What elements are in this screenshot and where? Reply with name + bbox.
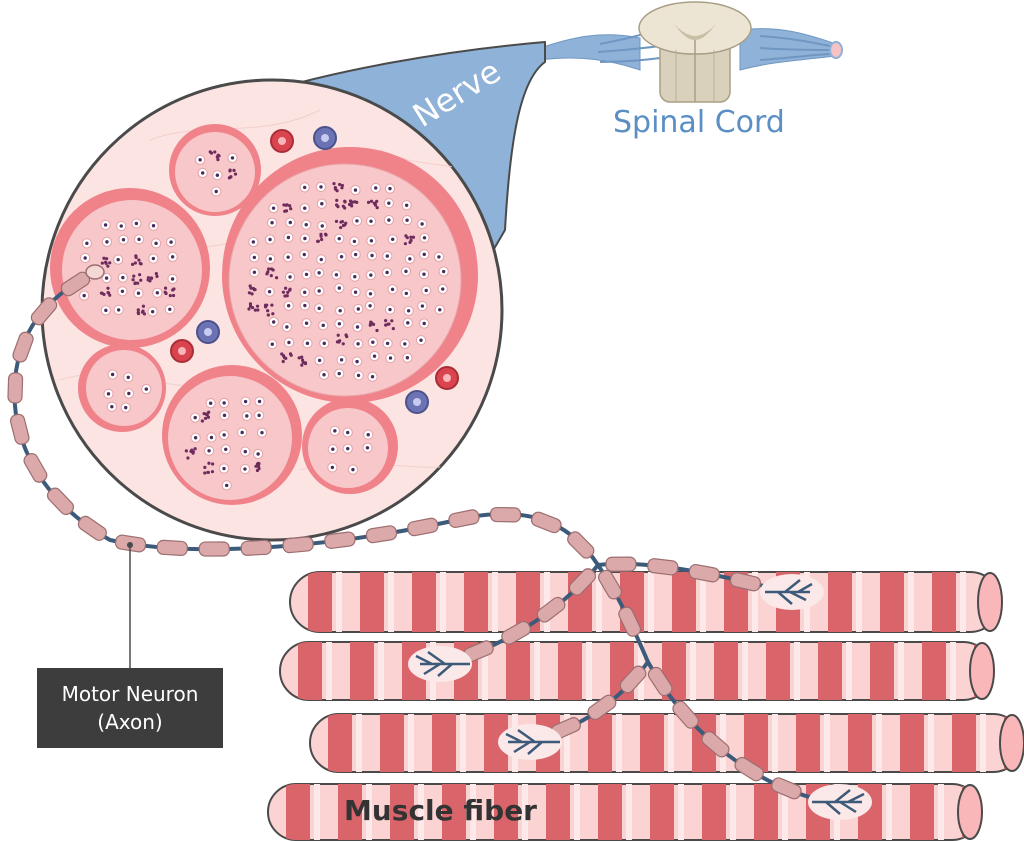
myelin-segment xyxy=(501,620,532,645)
myelin-segment xyxy=(587,694,617,721)
myelin-segment xyxy=(568,568,597,596)
neuromuscular-junction xyxy=(760,574,824,610)
myelin-segment xyxy=(567,531,595,559)
muscle-fibers xyxy=(267,571,1024,841)
neuromuscular-junction xyxy=(808,784,872,820)
myelin-segment xyxy=(156,539,188,557)
myelin-segment xyxy=(240,539,272,556)
motor-neuron-callout: Motor Neuron (Axon) xyxy=(37,668,223,748)
spinal-cord-label: Spinal Cord xyxy=(613,105,785,140)
muscle-fiber xyxy=(309,713,1024,773)
muscle-fiber xyxy=(267,783,983,841)
myelin-segment xyxy=(530,511,562,534)
myelin-segment xyxy=(647,558,679,576)
neuromuscular-junctions xyxy=(408,574,872,820)
myelin-segment xyxy=(619,665,647,694)
myelin-segment xyxy=(448,509,480,529)
spinal-cord xyxy=(539,1,843,103)
myelin-segment xyxy=(701,731,730,758)
myelin-segment xyxy=(597,569,623,600)
neuromuscular-junction xyxy=(408,646,472,682)
myelin-segment xyxy=(489,506,522,523)
myelin-segment xyxy=(688,563,720,583)
myelin-segment xyxy=(46,487,75,516)
fascicle-top xyxy=(169,124,261,216)
myelin-segment xyxy=(407,517,439,537)
myelin-segment xyxy=(365,525,398,544)
myelin-segment xyxy=(9,413,30,445)
motor-neuron-label-line1: Motor Neuron xyxy=(61,682,199,706)
myelin-segment xyxy=(734,756,764,782)
axon-dots xyxy=(79,150,449,491)
myelin-segment xyxy=(282,536,314,554)
myelin-sheath xyxy=(7,264,802,800)
myelin-segment xyxy=(729,572,761,592)
myelin-segment xyxy=(618,606,642,637)
fascicle-bottom xyxy=(162,365,302,505)
callout-anchor-dot xyxy=(127,542,133,548)
motor-neuron-label-line2: (Axon) xyxy=(97,710,163,734)
muscle-fiber xyxy=(289,571,1003,633)
myelin-segment xyxy=(23,453,48,483)
neuromuscular-junction xyxy=(498,724,562,760)
myelin-segment xyxy=(324,531,356,549)
myelin-segment xyxy=(77,515,107,541)
myelin-segment xyxy=(647,666,673,697)
fascicle-small-left xyxy=(78,344,166,432)
myelin-segment xyxy=(536,596,566,623)
axon-terminal-cross-section xyxy=(85,264,105,280)
blood-vessels xyxy=(170,126,459,414)
myelin-segment xyxy=(605,556,637,572)
myelin-segment xyxy=(7,372,24,404)
muscle-fiber-label: Muscle fiber xyxy=(344,794,537,827)
nerve-cross-section xyxy=(40,78,504,542)
myelin-segment xyxy=(30,297,58,326)
myelin-segment xyxy=(672,700,699,729)
myelin-segment xyxy=(771,777,802,800)
myelin-segment xyxy=(12,331,34,363)
fascicle-left xyxy=(50,188,210,348)
myelin-segment xyxy=(198,541,230,557)
